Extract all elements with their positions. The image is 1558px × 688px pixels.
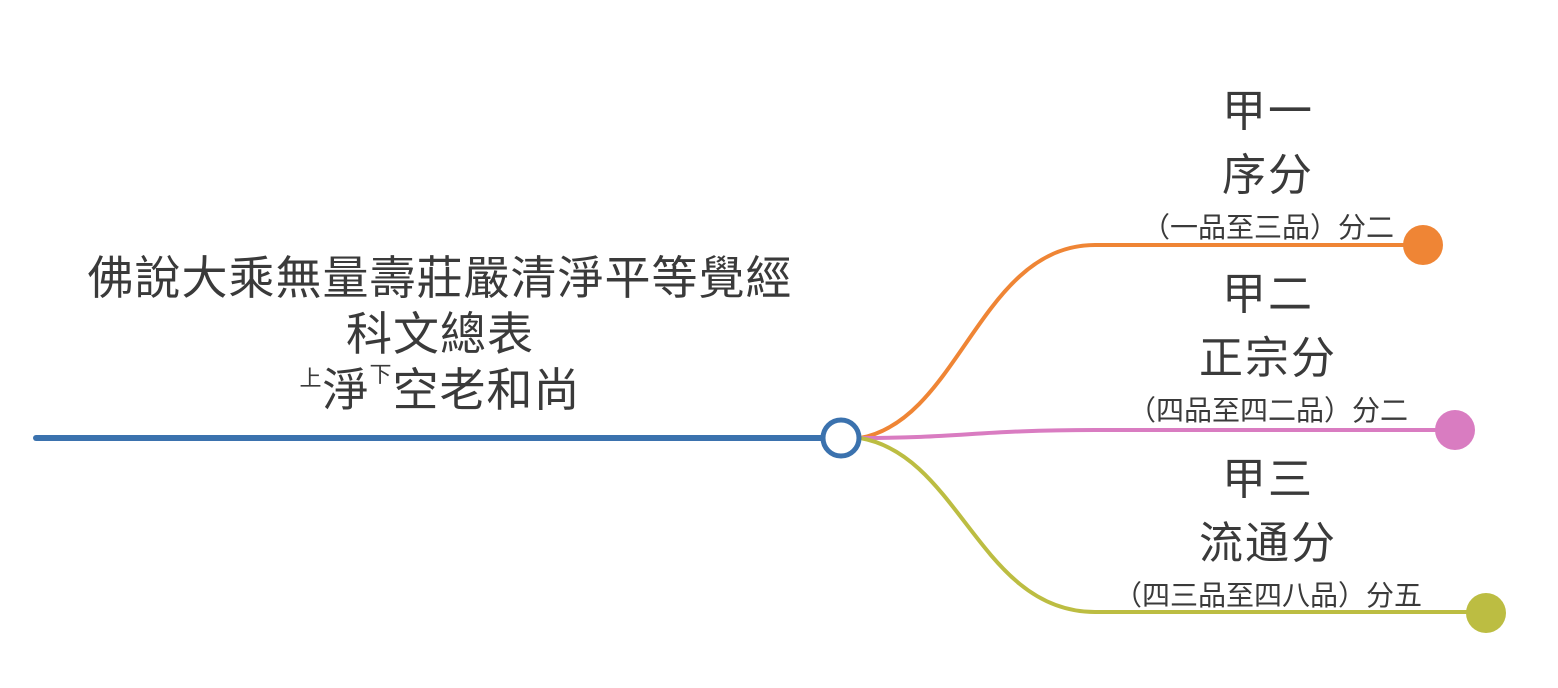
root-title-line2: 科文總表 (346, 307, 534, 361)
root-title-line1: 佛說大乘無量壽莊嚴清淨平等覺經 (87, 251, 793, 305)
root-topic[interactable]: 佛說大乘無量壽莊嚴清淨平等覺經 科文總表 上淨下空老和尚 (40, 250, 840, 428)
root-author: 上淨下空老和尚 (40, 362, 840, 428)
branch-topic-2[interactable]: 甲二 正宗分 （四品至四二品）分二 (1098, 263, 1438, 431)
author-rest: 空老和尚 (392, 363, 581, 417)
branch-end-dot-3[interactable] (1466, 593, 1506, 633)
branch-2-title-b: 正宗分 (1199, 333, 1337, 384)
branch-connector-1 (859, 243, 1422, 440)
honor-mark-down: 下 (369, 363, 393, 388)
branch-3-title-a: 甲三 (1222, 454, 1314, 505)
branch-2-title-a: 甲二 (1222, 269, 1314, 320)
branch-3-subtitle: （四三品至四八品）分五 (1113, 579, 1422, 612)
honor-mark-up: 上 (299, 367, 323, 392)
branch-topic-1[interactable]: 甲一 序分 （一品至三品）分二 (1098, 80, 1438, 248)
branch-1-title-a: 甲一 (1222, 86, 1314, 137)
branch-1-title-b: 序分 (1222, 150, 1314, 201)
branch-topic-3[interactable]: 甲三 流通分 （四三品至四八品）分五 (1098, 448, 1438, 616)
root-node[interactable] (820, 417, 862, 459)
branch-1-subtitle: （一品至三品）分二 (1141, 211, 1394, 244)
branch-2-subtitle: （四品至四二品）分二 (1127, 394, 1408, 427)
branch-connector-2 (859, 428, 1454, 440)
branch-connector-3 (859, 436, 1484, 614)
branch-end-dot-2[interactable] (1435, 410, 1475, 450)
branch-end-dot-1[interactable] (1403, 225, 1443, 265)
branch-3-title-b: 流通分 (1199, 518, 1337, 569)
author-char-1: 淨 (322, 363, 370, 417)
